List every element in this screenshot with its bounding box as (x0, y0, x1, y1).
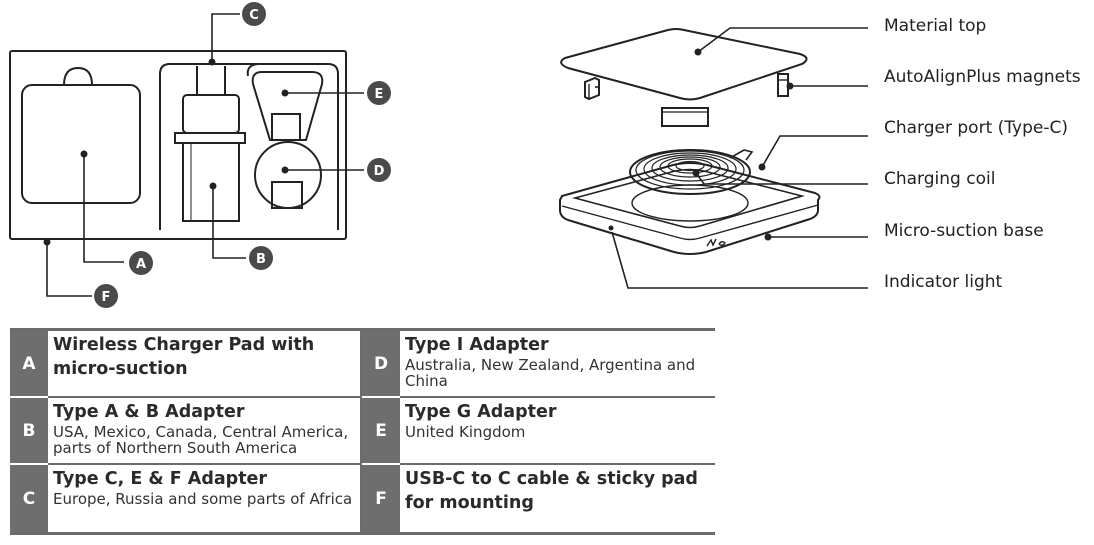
legend-item-b: Type A & B Adapter USA, Mexico, Canada, … (48, 398, 362, 465)
legend-title: Type G Adapter (405, 402, 557, 422)
label-charging-coil: Charging coil (884, 169, 996, 189)
leader-lines-left (46, 13, 364, 297)
legend-item-a: Wireless Charger Pad with micro-suction (48, 331, 362, 398)
legend-title: Wireless Charger Pad with micro-suction (53, 335, 315, 379)
product-diagram: A B C D E F (9, 2, 868, 308)
legend-table: A Wireless Charger Pad with micro-suctio… (10, 328, 715, 535)
svg-text:D: D (374, 164, 385, 179)
label-material-top: Material top (884, 16, 987, 36)
anchor-dots-right (692, 48, 794, 241)
label-indicator-light: Indicator light (884, 272, 1003, 292)
legend-title: USB-C to C cable & sticky pad for mounti… (405, 469, 698, 513)
legend-title: Type C, E & F Adapter (53, 469, 268, 489)
legend-item-d: Type I Adapter Australia, New Zealand, A… (400, 331, 715, 398)
svg-text:F: F (102, 290, 111, 305)
charger-exploded-view (559, 28, 821, 255)
callout-badge-c: C (242, 2, 266, 26)
box-contents (9, 50, 347, 240)
callout-badge-b: B (249, 246, 273, 270)
legend-letter-a: A (10, 331, 48, 398)
legend-item-f: USB-C to C cable & sticky pad for mounti… (400, 465, 715, 532)
legend-desc: United Kingdom (405, 423, 526, 441)
label-micro-suction-base: Micro-suction base (884, 221, 1044, 241)
callout-badge-a: A (129, 251, 153, 275)
svg-text:E: E (375, 87, 384, 102)
legend-letter-b: B (10, 398, 48, 465)
legend-desc: Australia, New Zealand, Argentina and Ch… (405, 356, 696, 390)
legend-desc: USA, Mexico, Canada, Central America, pa… (53, 423, 349, 457)
callout-badge-e: E (367, 81, 391, 105)
legend-item-c: Type C, E & F Adapter Europe, Russia and… (48, 465, 362, 532)
legend-letter-d: D (362, 331, 400, 398)
svg-text:B: B (256, 252, 266, 267)
label-magnets: AutoAlignPlus magnets (884, 67, 1081, 87)
legend-title: Type I Adapter (405, 335, 549, 355)
legend-title: Type A & B Adapter (53, 402, 245, 422)
legend-item-e: Type G Adapter United Kingdom (400, 398, 715, 465)
callout-badge-f: F (94, 284, 118, 308)
legend-desc: Europe, Russia and some parts of Africa (53, 490, 353, 508)
callout-badge-d: D (367, 158, 391, 182)
legend-letter-f: F (362, 465, 400, 532)
anchor-dots-left (43, 58, 289, 246)
svg-text:A: A (136, 257, 146, 272)
label-charger-port: Charger port (Type-C) (884, 118, 1068, 138)
legend-letter-c: C (10, 465, 48, 532)
leader-lines-right (595, 27, 868, 289)
svg-text:C: C (249, 8, 259, 23)
legend-letter-e: E (362, 398, 400, 465)
